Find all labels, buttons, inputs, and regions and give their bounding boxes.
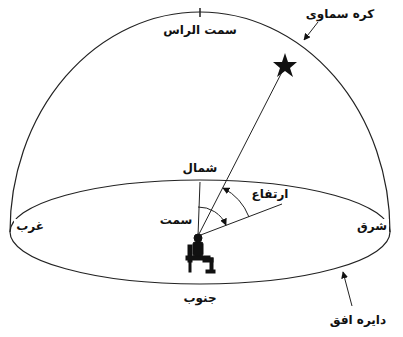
projection-line xyxy=(198,204,282,236)
north-line xyxy=(198,182,200,236)
celestial-dome xyxy=(10,12,390,232)
altitude-label: ارتفاع xyxy=(250,187,291,201)
star-line xyxy=(198,70,283,236)
west-label: غرب xyxy=(14,219,46,233)
south-label: جنوب xyxy=(181,291,218,305)
horizon-leader xyxy=(343,272,352,306)
sphere-leader xyxy=(304,22,318,40)
azimuth-label: سمت xyxy=(158,213,195,227)
north-label: شمال xyxy=(181,161,220,175)
sphere-label: کره سماوی xyxy=(304,7,377,21)
horizon-label: دایره افق xyxy=(328,313,388,327)
star-symbol xyxy=(273,53,297,77)
zenith-label: سمت الراس xyxy=(161,23,238,37)
azimuth-arc xyxy=(198,207,226,225)
observer-figure xyxy=(186,234,215,273)
east-label: شرق xyxy=(355,219,389,233)
zenith-tick xyxy=(199,8,201,17)
altitude-arc xyxy=(223,188,249,217)
